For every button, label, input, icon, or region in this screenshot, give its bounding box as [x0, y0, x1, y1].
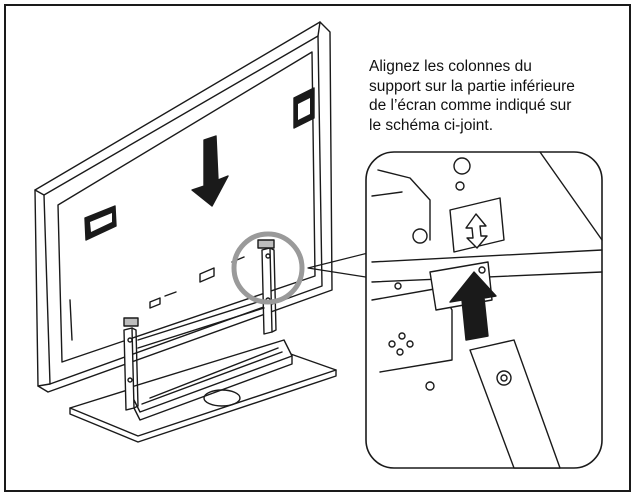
highlight-circle: [231, 231, 305, 305]
detail-pointer: [307, 251, 373, 279]
tv-stand: [69, 239, 337, 443]
up-arrow-icon: [449, 271, 497, 341]
tv-screen: [34, 21, 333, 393]
up-down-arrow-icon: [465, 213, 488, 249]
down-arrow-icon: [191, 135, 229, 207]
instruction-text: Alignez les colonnes du support sur la p…: [369, 58, 575, 134]
